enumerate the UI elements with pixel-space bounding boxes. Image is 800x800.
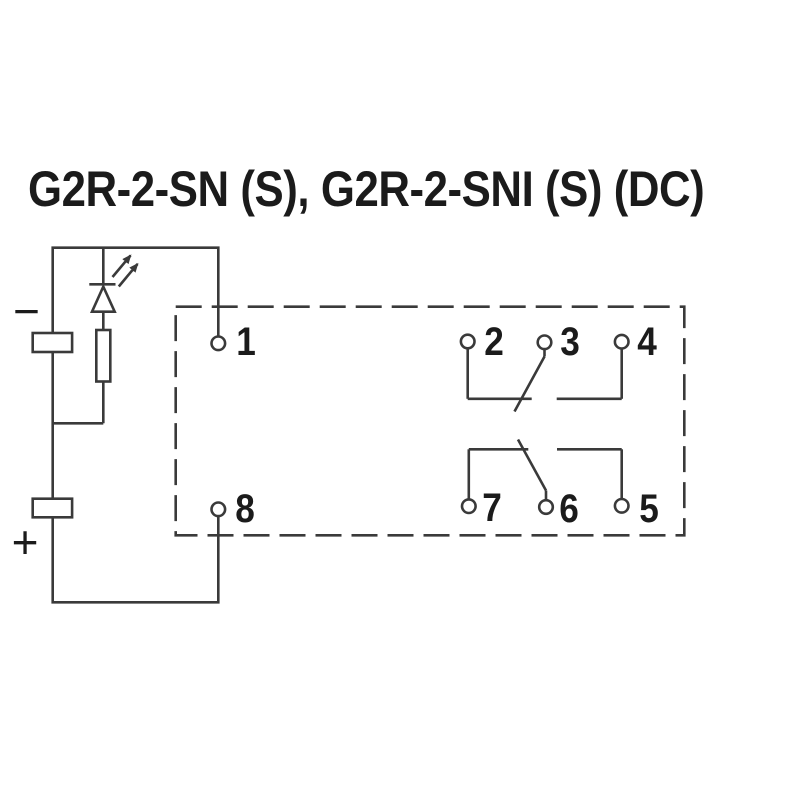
contact-blade-bottom <box>516 438 548 492</box>
light-arrow-2 <box>117 262 139 288</box>
polarity-minus-label: − <box>13 285 40 338</box>
led-triangle <box>89 283 117 314</box>
relay-outline-dashed-box <box>174 305 686 537</box>
diagram-title: G2R-2-SN (S), G2R-2-SNI (S) (DC) <box>28 161 705 217</box>
terminal-label-1: 1 <box>236 320 256 365</box>
contact-pole-bottom <box>460 438 630 516</box>
coil-terminal-box-lower <box>31 497 74 519</box>
terminal-circle-4 <box>613 333 630 350</box>
terminal-circle-1 <box>210 335 227 352</box>
terminal-label-8: 8 <box>234 487 255 532</box>
terminal-circle-3 <box>536 334 553 351</box>
polarity-plus-label: + <box>11 515 39 568</box>
coil-circuit <box>31 246 220 604</box>
coil-terminal-box-upper <box>31 331 74 354</box>
light-arrow-1 <box>111 254 132 278</box>
resistor-icon <box>95 328 112 383</box>
led-diode-icon <box>89 282 117 314</box>
light-emission-arrows-icon <box>111 254 139 288</box>
terminal-label-6: 6 <box>559 486 579 531</box>
coil-wire-loop <box>51 246 220 604</box>
terminal-label-5: 5 <box>639 487 659 532</box>
terminal-label-7: 7 <box>481 486 502 531</box>
terminal-label-2: 2 <box>484 320 504 365</box>
terminal-circle-7 <box>460 498 477 515</box>
contact-pole-top <box>459 333 630 413</box>
terminal-circle-6 <box>537 498 555 516</box>
terminal-circle-5 <box>613 497 630 514</box>
terminal-label-4: 4 <box>636 320 657 365</box>
terminal-label-3: 3 <box>559 320 580 365</box>
contact-blade-top <box>513 355 546 413</box>
terminal-circle-2 <box>459 333 476 350</box>
terminal-circle-8 <box>210 501 227 518</box>
